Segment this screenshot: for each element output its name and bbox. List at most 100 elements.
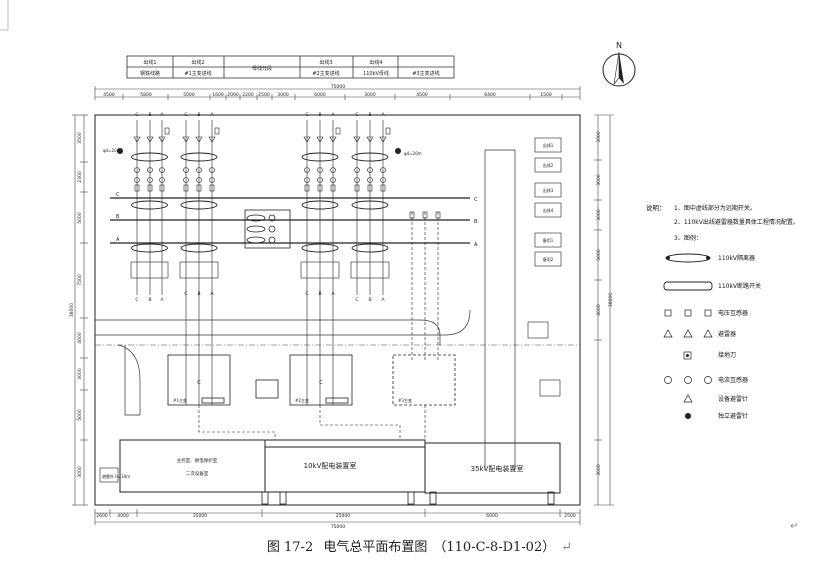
bay-phase-label-bottom: C	[135, 297, 138, 303]
bottom-dimension	[94, 509, 581, 525]
legend: 110kV隔离器110kV断路开关电压互感器避雷器接地刀电流互感器设备避雷针独立…	[663, 253, 761, 420]
breaker-icon	[183, 184, 189, 192]
arrester-icon	[353, 136, 361, 143]
bay-phase-label-bottom: B	[148, 297, 151, 303]
legend-label: 110kV断路开关	[718, 282, 761, 290]
ct-icon	[380, 167, 386, 173]
ct-icon	[367, 177, 373, 183]
gantry	[130, 261, 169, 279]
bay-phase-label: A	[160, 112, 164, 118]
legend-label: 设备避雷针	[718, 395, 748, 403]
ct-icon	[183, 167, 189, 173]
disconnector-icon	[301, 152, 339, 162]
caption-paragraph-mark: ↵	[561, 540, 573, 555]
ct-icon	[209, 177, 215, 183]
pole-label-right: φ4=20m	[404, 151, 422, 156]
caption-figure-number: 图 17-2	[266, 540, 314, 555]
bottom-dim-seg: 2500	[564, 513, 576, 519]
ct-icon	[330, 177, 336, 183]
ct-icon	[367, 167, 373, 173]
breaker-icon	[159, 184, 165, 192]
left-dimension	[72, 114, 88, 506]
bay-phase-label-bottom: B	[318, 291, 321, 297]
top-dim-seg: 4500	[416, 92, 428, 98]
cable-route	[319, 405, 401, 440]
header-col4-bottom: #2主变进线	[312, 70, 339, 77]
right-feeder-box-label: 备用2	[543, 256, 554, 262]
lightning-note-label: 避雷针 h=30m	[102, 473, 130, 479]
arrester-icon	[208, 136, 216, 143]
header-col1-top: 出线1	[143, 59, 156, 66]
right-dim-seg: 5000	[596, 249, 602, 261]
bay-phase-label: C	[135, 112, 138, 118]
legend-arrester-icon	[663, 329, 673, 338]
ct-icon	[317, 177, 323, 183]
caption-title: 电气总平面布置图	[323, 540, 428, 555]
ct-icon	[196, 167, 202, 173]
tr3-label: #3主变	[398, 397, 412, 403]
ct-icon	[354, 167, 360, 173]
bottom-dim-seg: 35000	[193, 513, 207, 519]
ct-icon	[134, 177, 140, 183]
top-dim-seg: 3000	[277, 92, 289, 98]
breaker-icon	[196, 184, 202, 192]
left-dim-total: 38000	[69, 303, 75, 317]
right-feeder-box-label: 出线1	[543, 142, 554, 148]
arrester-icon	[133, 136, 141, 143]
arrester-icon	[182, 136, 190, 143]
disconnector-icon	[180, 200, 218, 210]
right-feeder-box-label: 出线3	[543, 187, 554, 193]
phase-label-b: B	[116, 214, 120, 220]
ct-icon	[317, 167, 323, 173]
top-dim-seg: 2000	[227, 92, 239, 98]
tr1-label: #1主变	[173, 397, 187, 403]
breaker-icon	[209, 184, 215, 192]
ct-icon	[134, 167, 140, 173]
legend-pt-icon	[684, 309, 692, 317]
future-pt-icon	[422, 211, 428, 219]
phase-label-c: C	[116, 192, 120, 198]
notes-title: 说明：	[646, 203, 666, 212]
lightning-pole-right	[395, 148, 401, 154]
header-col1-bottom: 钢铁线路	[140, 70, 160, 77]
ct-icon	[147, 177, 153, 183]
phase-label-a-right: A	[474, 242, 478, 248]
right-dim-seg: 3000	[596, 209, 602, 221]
legend-disconnector-dot	[666, 256, 670, 260]
right-feeder-box	[534, 232, 562, 248]
bay-phase-label: C	[305, 112, 308, 118]
site-boundary	[94, 114, 581, 506]
aux-box	[527, 321, 549, 339]
lightning-pole-left	[117, 148, 123, 154]
left-dim-seg: 3000	[77, 466, 83, 478]
ct-icon	[209, 167, 215, 173]
top-dim-total: 75000	[331, 84, 345, 90]
ct-icon	[159, 167, 165, 173]
disconnector-icon	[301, 243, 339, 253]
legend-disconnector-icon	[665, 253, 711, 263]
aux-box	[539, 379, 561, 397]
phase-label-a: A	[116, 237, 120, 243]
bay-phase-label-bottom: B	[368, 297, 371, 303]
thirtyfivekv-room-label: 35kV配电装置室	[471, 464, 524, 473]
ct-icon	[304, 177, 310, 183]
legend-label: 避雷器	[718, 330, 736, 338]
bay-phase-label-bottom: C	[184, 291, 187, 297]
bottom-dim-seg: 2600	[96, 513, 108, 519]
figure-caption: 图 17-2 电气总平面布置图（110-C-8-D1-02）↵	[0, 536, 839, 555]
compass-north-label: N	[616, 41, 622, 50]
top-dim-seg: 1500	[540, 92, 552, 98]
notes-line3: 3、图例：	[674, 234, 702, 242]
bay-phase-label: A	[210, 112, 214, 118]
legend-label: 接地刀	[718, 351, 736, 359]
breaker-icon	[304, 184, 310, 192]
bay-phase-label-bottom: A	[331, 291, 335, 297]
pt-icon	[385, 127, 391, 135]
legend-tri-icon	[683, 394, 693, 403]
left-dim-seg: 7500	[77, 274, 83, 286]
header-col5-bottom: 110kV母线	[363, 70, 389, 77]
notes-line2: 2、110kV出线避雷器数量具体工程情况配置。	[674, 218, 799, 226]
tr2-phases: C	[319, 380, 323, 386]
